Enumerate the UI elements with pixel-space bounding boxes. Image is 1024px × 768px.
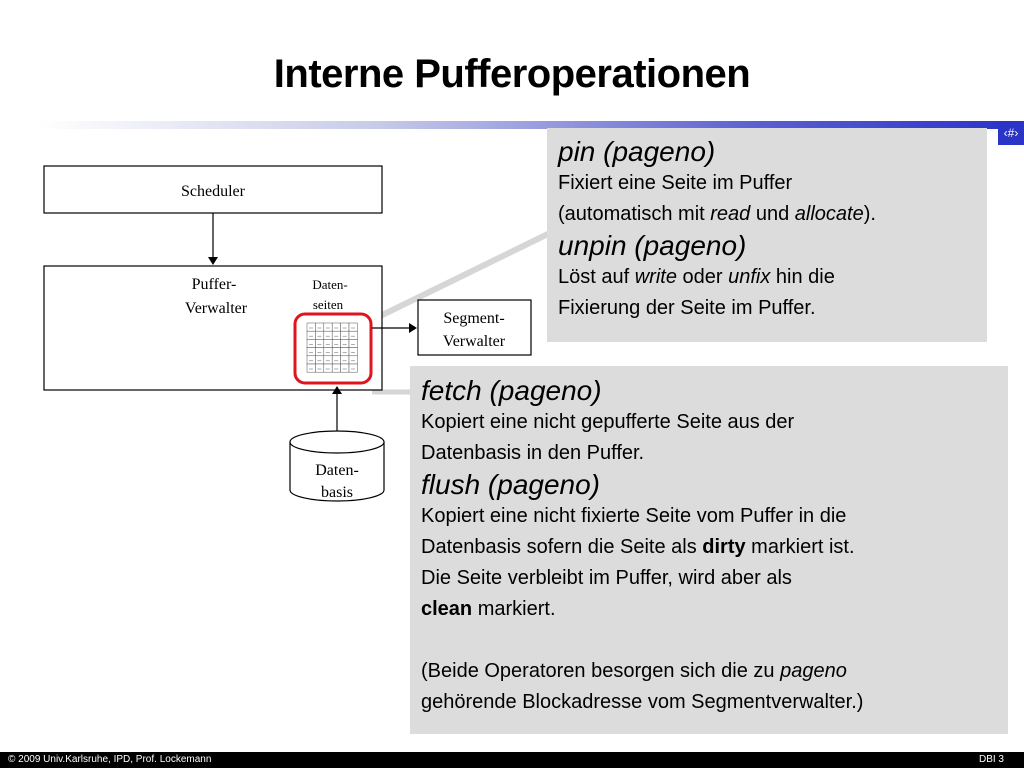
buffer-page-cell — [331, 322, 341, 332]
flush-operation-title: flush (pageno) — [421, 469, 601, 500]
arrow-head-down — [208, 257, 218, 265]
buffer-page-cell — [323, 322, 333, 332]
database-label-1: Daten- — [315, 462, 359, 479]
buffer-page-cell — [315, 322, 325, 332]
unpin-description-line-1: Löst auf write oder unfix hin die — [558, 262, 987, 293]
arrow-head-right — [409, 323, 417, 333]
buffer-page-cell — [348, 347, 358, 357]
flush-description-line-1: Kopiert eine nicht fixierte Seite vom Pu… — [421, 505, 847, 527]
footer-course-page: DBI 3 — [978, 754, 1004, 765]
data-pages-label-2: seiten — [313, 297, 344, 312]
spacer — [421, 625, 1008, 656]
data-pages-label-1: Daten- — [312, 277, 347, 292]
unpin-text: hin die — [770, 266, 835, 288]
flush-text: markiert. — [472, 598, 556, 620]
buffer-page-cell — [306, 330, 316, 340]
write-keyword: write — [634, 266, 677, 288]
unpin-text: Löst auf — [558, 266, 635, 288]
segment-manager-label-1: Segment- — [443, 310, 504, 327]
flush-text: markiert ist. — [745, 536, 855, 558]
buffer-page-cell — [315, 339, 325, 348]
buffer-pages-highlight — [293, 312, 373, 385]
pin-text: (automatisch mit — [558, 203, 711, 225]
flush-description-line-3: Die Seite verbleibt im Puffer, wird aber… — [421, 567, 792, 589]
pin-unpin-panel: pin (pageno) Fixiert eine Seite im Puffe… — [547, 128, 987, 342]
buffer-page-cell — [323, 330, 333, 340]
database-cylinder — [289, 442, 385, 502]
buffer-page-cell — [306, 355, 316, 365]
buffer-page-cell — [323, 363, 333, 373]
database-label-2: basis — [321, 484, 353, 501]
pageno-keyword: pageno — [780, 660, 847, 682]
buffer-page-cell — [331, 363, 341, 373]
buffer-page-cell — [348, 322, 358, 332]
flush-description-line-4: clean markiert. — [421, 594, 1008, 625]
unfix-keyword: unfix — [728, 266, 771, 288]
unpin-operation-title: unpin (pageno) — [558, 230, 747, 261]
buffer-page-cell — [348, 339, 358, 348]
fetch-description-line-1: Kopiert eine nicht gepufferte Seite aus … — [421, 411, 795, 433]
buffer-page-cell — [340, 330, 350, 340]
buffer-page-cell — [331, 330, 341, 340]
callout-line-pin — [370, 229, 554, 323]
note-text: (Beide Operatoren besorgen sich die zu — [421, 660, 781, 682]
buffer-page-cell — [306, 322, 316, 332]
segment-manager-label-2: Verwalter — [443, 333, 506, 350]
page-number-badge: ‹#› — [998, 121, 1024, 145]
buffer-page-cell — [315, 363, 325, 373]
allocate-keyword: allocate — [794, 203, 864, 225]
pin-text: ). — [863, 203, 876, 225]
buffer-page-cell — [340, 363, 350, 373]
fetch-description-line-2: Datenbasis in den Puffer. — [421, 442, 645, 464]
note-line-1: (Beide Operatoren besorgen sich die zu p… — [421, 656, 1008, 687]
dirty-keyword: dirty — [702, 536, 746, 558]
scheduler-box — [43, 165, 383, 214]
buffer-page-cell — [331, 355, 341, 365]
slide-title: Interne Pufferoperationen — [273, 52, 751, 96]
read-keyword: read — [710, 203, 751, 225]
title-underline-gradient — [40, 121, 998, 129]
footer-copyright: © 2009 Univ.Karlsruhe, IPD, Prof. Lockem… — [8, 754, 212, 765]
segment-manager-box — [417, 299, 532, 356]
note-line-2: gehörende Blockadresse vom Segmentverwal… — [421, 691, 864, 713]
buffer-page-cell — [306, 347, 316, 357]
database-cylinder-top — [289, 430, 385, 454]
unpin-text: oder — [676, 266, 729, 288]
buffer-page-cell — [315, 347, 325, 357]
fetch-operation-title: fetch (pageno) — [421, 375, 602, 406]
buffer-page-cell — [323, 355, 333, 365]
buffer-page-cell — [331, 347, 341, 357]
pin-text: und — [750, 203, 795, 225]
pin-operation-title: pin (pageno) — [558, 136, 716, 167]
buffer-page-cell — [323, 347, 333, 357]
clean-keyword: clean — [421, 598, 473, 620]
scheduler-label: Scheduler — [181, 183, 246, 200]
page-grid — [306, 322, 358, 373]
buffer-page-cell — [306, 339, 316, 348]
pin-description-line-2: (automatisch mit read und allocate). — [558, 199, 987, 230]
buffer-page-cell — [348, 355, 358, 365]
flush-text: Datenbasis sofern die Seite als — [421, 536, 703, 558]
buffer-manager-label-1: Puffer- — [192, 276, 237, 293]
buffer-page-cell — [348, 330, 358, 340]
footer-bar: © 2009 Univ.Karlsruhe, IPD, Prof. Lockem… — [0, 752, 1024, 768]
buffer-page-cell — [340, 339, 350, 348]
arrow-head-up — [332, 386, 342, 394]
unpin-description-line-2: Fixierung der Seite im Puffer. — [558, 297, 816, 319]
buffer-page-cell — [306, 363, 316, 373]
buffer-page-cell — [340, 322, 350, 332]
buffer-page-cell — [340, 347, 350, 357]
fetch-flush-panel: fetch (pageno) Kopiert eine nicht gepuff… — [410, 366, 1008, 734]
buffer-page-cell — [340, 355, 350, 365]
flush-description-line-2: Datenbasis sofern die Seite als dirty ma… — [421, 532, 1008, 563]
buffer-page-cell — [331, 339, 341, 348]
buffer-manager-label-2: Verwalter — [185, 300, 248, 317]
buffer-page-cell — [323, 339, 333, 348]
buffer-page-cell — [348, 363, 358, 373]
pin-description-line-1: Fixiert eine Seite im Puffer — [558, 172, 793, 194]
buffer-page-cell — [315, 355, 325, 365]
buffer-page-cell — [315, 330, 325, 340]
